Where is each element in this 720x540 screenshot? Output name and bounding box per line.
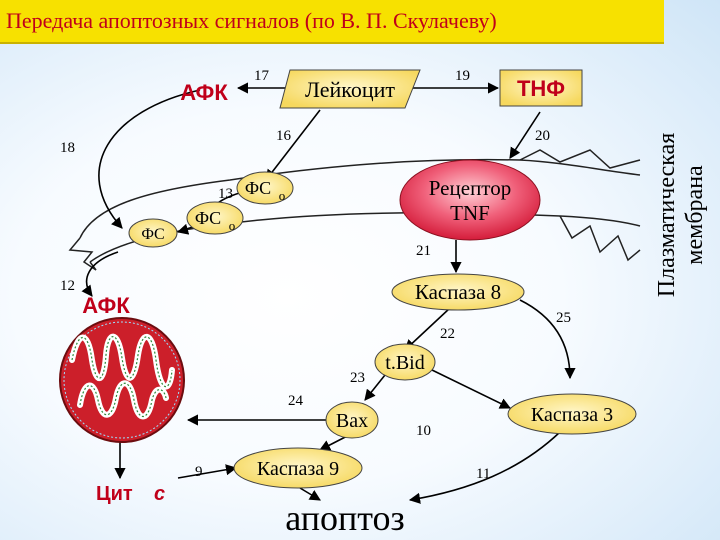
afk-left-label: АФК	[82, 293, 130, 318]
fso-upper-node: ФС о	[236, 171, 294, 205]
leukocyte-label: Лейкоцит	[305, 77, 395, 102]
tnf-node: ТНФ	[499, 69, 583, 107]
plasma-membrane	[68, 149, 641, 271]
membrane-label-line1: Плазматическая	[654, 133, 680, 297]
caspase3-label: Каспаза 3	[531, 404, 613, 426]
fso-upper-label: ФС	[245, 178, 271, 198]
leukocyte-node: Лейкоцит	[279, 69, 421, 109]
membrane-label-line2: мембрана	[682, 165, 708, 265]
caspase8-label: Каспаза 8	[415, 280, 501, 304]
step-18: 18	[60, 140, 75, 156]
apoptosis-label: апоптоз	[285, 498, 405, 538]
fs-label: ФС	[141, 226, 164, 243]
afk-top-label: АФК	[180, 80, 228, 105]
fso-lower-label: ФС	[195, 208, 221, 228]
step-22: 22	[440, 326, 455, 342]
step-24: 24	[288, 393, 304, 409]
caspase3-node: Каспаза 3	[507, 393, 637, 435]
fso-lower-sub: о	[229, 218, 236, 233]
fso-upper-sub: о	[279, 188, 286, 203]
mitochondrion	[59, 317, 185, 443]
fso-lower-node: ФС о	[186, 201, 244, 235]
step-11: 11	[476, 466, 490, 482]
step-12: 12	[60, 278, 75, 294]
fs-node: ФС	[128, 218, 178, 248]
step-17: 17	[254, 68, 270, 84]
tbid-node: t.Bid	[374, 343, 436, 381]
step-16: 16	[276, 128, 292, 144]
receptor-label-line2: TNF	[450, 201, 490, 225]
bax-node: Bax	[325, 401, 379, 439]
tbid-label: t.Bid	[385, 352, 424, 374]
caspase9-label: Каспаза 9	[257, 458, 339, 480]
step-19: 19	[455, 68, 470, 84]
cyt-c-main: Цит	[96, 483, 133, 505]
receptor-tnf-node: Рецептор TNF	[399, 159, 541, 241]
step-25: 25	[556, 310, 571, 326]
page-title: Передача апоптозных сигналов (по В. П. С…	[0, 0, 664, 44]
caspase8-node: Каспаза 8	[391, 273, 525, 311]
step-13: 13	[218, 186, 233, 202]
caspase9-node: Каспаза 9	[233, 447, 363, 489]
tnf-label: ТНФ	[517, 76, 565, 101]
step-20: 20	[535, 128, 550, 144]
step-21: 21	[416, 243, 431, 259]
step-9: 9	[195, 464, 203, 480]
step-23: 23	[350, 370, 365, 386]
step-10: 10	[416, 423, 431, 439]
cyt-c-label: Цит c	[96, 483, 165, 505]
bax-label: Bax	[336, 410, 368, 432]
plasma-membrane-label: Плазматическая мембрана	[640, 95, 720, 335]
cyt-c-letter: c	[154, 483, 165, 505]
receptor-label-line1: Рецептор	[429, 176, 511, 200]
step-numbers: 17 19 16 20 18 13 21 12 25 22 23 24 10 9…	[60, 68, 571, 482]
